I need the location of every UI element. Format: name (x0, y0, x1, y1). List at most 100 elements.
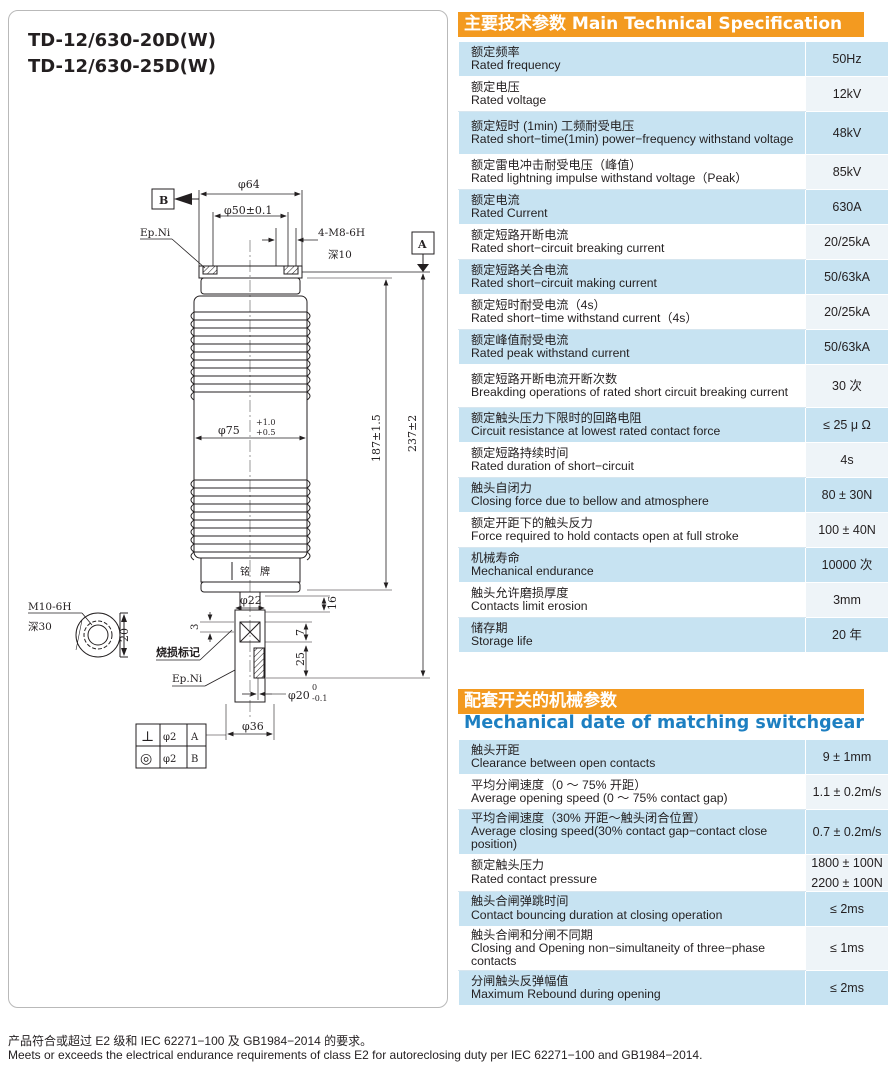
spec-value: 9 ± 1mm (805, 739, 889, 775)
spec-label-cn: 触头合闸和分闸不同期 (471, 927, 593, 942)
spec-value: 20/25kA (805, 294, 889, 330)
spec-label-en: Average opening speed (0 ～ 75% contact g… (471, 791, 728, 805)
spec-label-cn: 额定短时 (1min) 工频耐受电压 (471, 118, 635, 133)
spec-value: 30 次 (805, 364, 889, 408)
spec-label-en: Rated short−circuit breaking current (471, 241, 665, 255)
spec-row: 平均分闸速度（0 ～ 75% 开距）Average opening speed … (458, 774, 889, 810)
dim-dia-36: φ36 (242, 720, 264, 733)
dim-dia-22: φ22 (240, 594, 262, 607)
spec-label-en: Clearance between open contacts (471, 756, 656, 770)
spec-value-text: ≤ 1ms (830, 941, 864, 956)
spec-label: 额定雷电冲击耐受电压（峰值）Rated lightning impulse wi… (458, 154, 806, 190)
spec-label-cn: 额定短路关合电流 (471, 262, 569, 277)
spec-label-en: Maximum Rebound during opening (471, 987, 661, 1002)
spec-value: 12kV (805, 76, 889, 112)
spec-value-text: 1.1 ± 0.2m/s (812, 785, 882, 799)
spec-value-text-2: 2200 ± 100N (811, 875, 883, 890)
dim-dia-75-upper: +1.0 (256, 418, 275, 427)
spec-label-en: Rated Current (471, 206, 548, 220)
spec-value: 100 ± 40N (805, 512, 889, 548)
spec-value: 20 年 (805, 617, 889, 653)
dim-7: 7 (294, 629, 307, 636)
spec-label-en: Closing force due to bellow and atmosphe… (471, 494, 709, 508)
spec-label-cn: 额定峰值耐受电流 (471, 332, 569, 347)
spec-label-en: Rated contact pressure (471, 871, 598, 886)
spec-value: 1.1 ± 0.2m/s (805, 774, 889, 810)
dim-25: 25 (294, 652, 307, 666)
ep-ni-bottom: Ep.Ni (172, 673, 203, 685)
spec-value: 3mm (805, 582, 889, 618)
spec-value: 10000 次 (805, 547, 889, 583)
spec-label-en: Rated short−time(1min) power−frequency w… (471, 132, 794, 146)
spec-label-cn: 额定开距下的触头反力 (471, 515, 593, 530)
spec-row: 额定短时耐受电流（4s）Rated short−time withstand c… (458, 294, 889, 330)
spec-value-text: ≤ 2ms (830, 901, 864, 916)
dim-3: 3 (190, 624, 201, 630)
spec-label-en: Rated lightning impulse withstand voltag… (471, 171, 748, 185)
dim-dia-20-lower: -0.1 (312, 694, 327, 703)
spec-label-en: Closing and Opening non−simultaneity of … (471, 940, 766, 969)
ceramic-body (190, 295, 311, 561)
spec-label-cn: 机械寿命 (471, 550, 520, 565)
spec-value: 50/63kA (805, 329, 889, 365)
thread-bottom-label: M10-6H (28, 601, 72, 613)
spec-label-en: Contact bouncing duration at closing ope… (471, 907, 723, 922)
top-flange (198, 265, 303, 295)
spec-value: ≤ 2ms (805, 890, 889, 927)
spec-label-en: Force required to hold contacts open at … (471, 529, 739, 543)
spec-label-en: Circuit resistance at lowest rated conta… (471, 424, 721, 438)
spec-value-text: 50/63kA (824, 340, 870, 354)
dim-16: 16 (326, 596, 339, 610)
spec-label-en: Contacts limit erosion (471, 599, 588, 613)
technical-drawing: 铭 牌 20 M10-6H 深30 B φ64 φ50±0.1 4-M (28, 178, 435, 769)
spec-label-en: Breakding operations of rated short circ… (471, 385, 789, 399)
spec-value-text: 9 ± 1mm (822, 750, 872, 764)
model-name-20d: TD-12/630-20D(W) (28, 30, 216, 51)
spec-value: 50Hz (805, 41, 889, 77)
spec-value-text: 20/25kA (824, 235, 870, 249)
tol-perp-symbol: ⊥ (141, 729, 154, 745)
spec-label-en: Storage life (471, 634, 533, 648)
spec-value: 0.7 ± 0.2m/s (805, 809, 889, 855)
spec-value-text: 20/25kA (824, 305, 870, 319)
spec-value-text: ≤ 25 μ Ω (823, 418, 871, 432)
tol-conc-ref: B (191, 754, 198, 765)
spec-label-en: Rated duration of short−circuit (471, 459, 634, 473)
model-name-25d: TD-12/630-25D(W) (28, 56, 216, 77)
spec-value-text: 3mm (833, 593, 861, 607)
main-spec-header: 主要技术参数 Main Technical Specification (458, 12, 864, 37)
dim-dia-75-lower: +0.5 (256, 428, 275, 437)
ep-ni-top: Ep.Ni (140, 227, 171, 239)
spec-label-cn: 额定电压 (471, 79, 520, 94)
spec-label: 平均分闸速度（0 ～ 75% 开距）Average opening speed … (458, 774, 806, 810)
dim-dia-64: φ64 (238, 178, 260, 191)
spec-value-text: 80 ± 30N (821, 488, 873, 502)
nameplate-label: 铭 牌 (240, 565, 270, 578)
spec-value-text: 20 年 (832, 628, 862, 642)
spec-label-cn: 触头自闭力 (471, 480, 532, 495)
spec-value: ≤ 25 μ Ω (805, 407, 889, 443)
datum-a-label: A (417, 238, 427, 251)
thread-top-label: 4-M8-6H (318, 227, 365, 239)
spec-label-en: Rated peak withstand current (471, 346, 630, 360)
thread-side-view (75, 612, 128, 658)
